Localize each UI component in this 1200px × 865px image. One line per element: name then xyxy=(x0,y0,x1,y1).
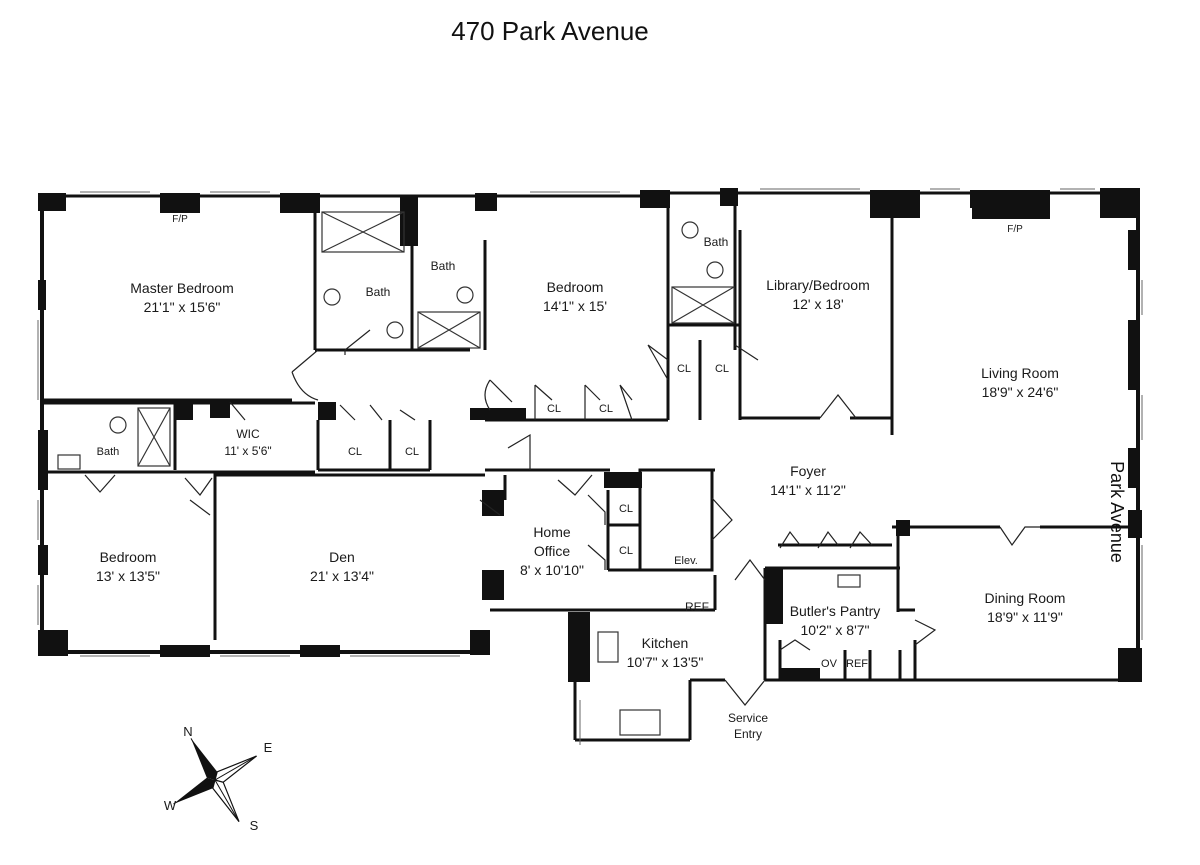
compass-west-label: W xyxy=(164,798,177,813)
room-name-kitchen: Kitchen xyxy=(642,635,689,651)
oven-label: OV xyxy=(821,658,838,670)
room-name-bath3: Bath xyxy=(704,235,729,249)
interior-walls xyxy=(42,196,1138,742)
room-name-bedroom2: Bedroom xyxy=(100,549,157,565)
windows xyxy=(37,188,1143,745)
room-dims-den: 21' x 13'4" xyxy=(310,568,374,584)
elevator-label: Elev. xyxy=(674,555,698,567)
fireplace-label-master: F/P xyxy=(172,214,188,225)
room-dims-butlers-pantry: 10'2" x 8'7" xyxy=(801,622,870,638)
compass-rose xyxy=(173,738,257,822)
plan-title: 470 Park Avenue xyxy=(451,16,649,46)
room-name-dining-room: Dining Room xyxy=(985,590,1066,606)
compass-north-label: N xyxy=(183,724,192,739)
room-name-master-bedroom: Master Bedroom xyxy=(130,280,233,296)
room-dims-foyer: 14'1" x 11'2" xyxy=(770,482,846,498)
refrigerator-label-pantry: REF xyxy=(846,658,868,670)
room-dims-bedroom1: 14'1" x 15' xyxy=(543,298,607,314)
compass-east-label: E xyxy=(264,740,273,755)
room-dims-bedroom2: 13' x 13'5" xyxy=(96,568,160,584)
room-dims-dining-room: 18'9" x 11'9" xyxy=(987,609,1063,625)
fireplaces xyxy=(160,207,1050,219)
room-name-home-office: Home xyxy=(533,524,571,540)
service-entry-label-2: Entry xyxy=(734,727,762,741)
wall-blocks xyxy=(38,188,1142,682)
room-name-library: Library/Bedroom xyxy=(766,277,870,293)
room-name-den: Den xyxy=(329,549,355,565)
room-name-home-office-2: Office xyxy=(534,543,571,559)
room-dims-library: 12' x 18' xyxy=(792,296,843,312)
closet-label-8: CL xyxy=(619,545,633,557)
room-dims-kitchen: 10'7" x 13'5" xyxy=(627,654,704,670)
room-name-bedroom1: Bedroom xyxy=(547,279,604,295)
bath-fixtures xyxy=(57,211,861,736)
service-entry-label-1: Service xyxy=(728,711,768,725)
outer-walls xyxy=(40,191,1140,682)
closet-label-4: CL xyxy=(599,403,613,415)
closet-label-2: CL xyxy=(405,446,419,458)
door-swings xyxy=(84,329,1040,706)
room-name-butlers-pantry: Butler's Pantry xyxy=(790,603,881,619)
room-name-master-bath: Bath xyxy=(366,285,391,299)
room-dims-wic: 11' x 5'6" xyxy=(224,444,271,458)
closet-label-1: CL xyxy=(348,446,362,458)
compass-south-label: S xyxy=(250,818,259,833)
room-name-living-room: Living Room xyxy=(981,365,1059,381)
closet-label-5: CL xyxy=(677,363,691,375)
room-name-wic: WIC xyxy=(236,427,260,441)
closet-label-3: CL xyxy=(547,403,561,415)
closet-label-6: CL xyxy=(715,363,729,375)
room-name-bath4: Bath xyxy=(97,446,120,458)
fireplace-label-living: F/P xyxy=(1007,224,1023,235)
room-dims-home-office: 8' x 10'10" xyxy=(520,562,584,578)
refrigerator-label-kitchen: REF xyxy=(685,600,709,614)
room-dims-living-room: 18'9" x 24'6" xyxy=(982,384,1059,400)
room-dims-master-bedroom: 21'1" x 15'6" xyxy=(144,299,221,315)
room-name-foyer: Foyer xyxy=(790,463,826,479)
closet-label-7: CL xyxy=(619,503,633,515)
room-name-bath2: Bath xyxy=(431,259,456,273)
